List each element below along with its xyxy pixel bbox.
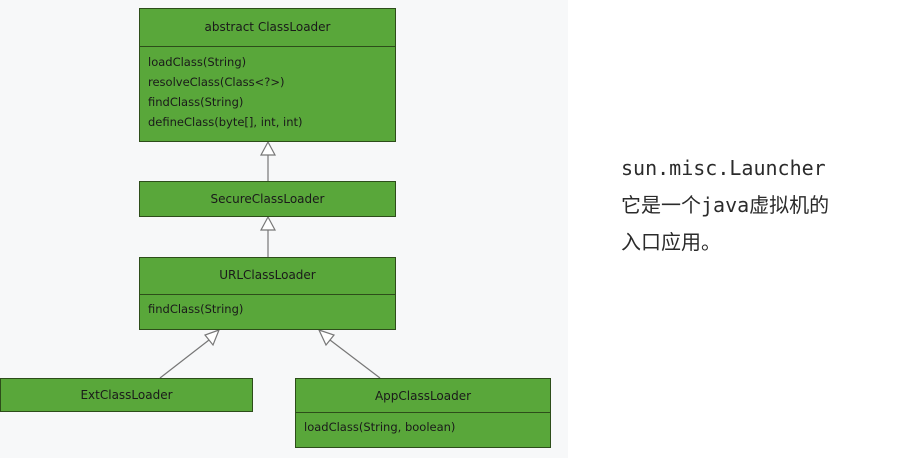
appclassloader-methods: loadClass(String, boolean)	[296, 413, 550, 437]
arrow-app-to-url	[329, 339, 381, 379]
method-loadclass-boolean: loadClass(String, boolean)	[304, 420, 456, 434]
launcher-note: sun.misc.Launcher 它是一个java虚拟机的 入口应用。	[621, 150, 829, 261]
arrow-ext-to-url	[159, 339, 210, 379]
method-loadclass: loadClass(String)	[148, 55, 247, 69]
urlclassloader-class-box: URLClassLoader findClass(String)	[139, 257, 396, 330]
method-resolveclass: resolveClass(Class<?>)	[148, 75, 285, 89]
note-line-1: sun.misc.Launcher	[621, 156, 826, 180]
classloader-divider	[140, 46, 395, 47]
urlclassloader-class-name: URLClassLoader	[219, 268, 316, 282]
method-defineclass: defineClass(byte[], int, int)	[148, 115, 303, 129]
appclassloader-class-box: AppClassLoader loadClass(String, boolean…	[295, 378, 551, 448]
method-findclass: findClass(String)	[148, 95, 244, 109]
classloader-class-box: abstract ClassLoader loadClass(String) r…	[139, 8, 396, 142]
arrow-head-url-right	[317, 328, 336, 347]
appclassloader-divider	[296, 412, 550, 413]
note-line-3: 入口应用。	[621, 230, 721, 254]
method-findclass: findClass(String)	[148, 302, 244, 316]
arrow-head-url-left	[204, 328, 221, 347]
appclassloader-class-name: AppClassLoader	[374, 389, 472, 403]
urlclassloader-divider	[140, 294, 395, 295]
classloader-class-name: abstract ClassLoader	[204, 20, 331, 34]
note-line-2: 它是一个java虚拟机的	[621, 193, 830, 217]
classloader-methods: loadClass(String) resolveClass(Class<?>)…	[140, 47, 395, 132]
extclassloader-class-box: ExtClassLoader	[0, 378, 253, 412]
urlclassloader-methods: findClass(String)	[140, 295, 395, 319]
secureclassloader-class-box: SecureClassLoader	[139, 181, 396, 217]
arrow-head-secure	[259, 215, 277, 231]
arrow-head-classloader	[259, 140, 277, 156]
extclassloader-class-name: ExtClassLoader	[80, 388, 173, 402]
secureclassloader-class-name: SecureClassLoader	[210, 192, 325, 206]
